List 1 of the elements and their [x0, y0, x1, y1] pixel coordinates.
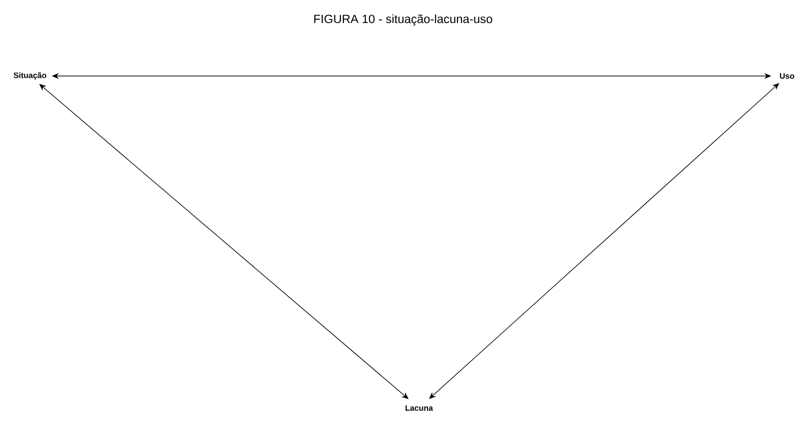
figure-title: FIGURA 10 - situação-lacuna-uso: [314, 14, 492, 26]
